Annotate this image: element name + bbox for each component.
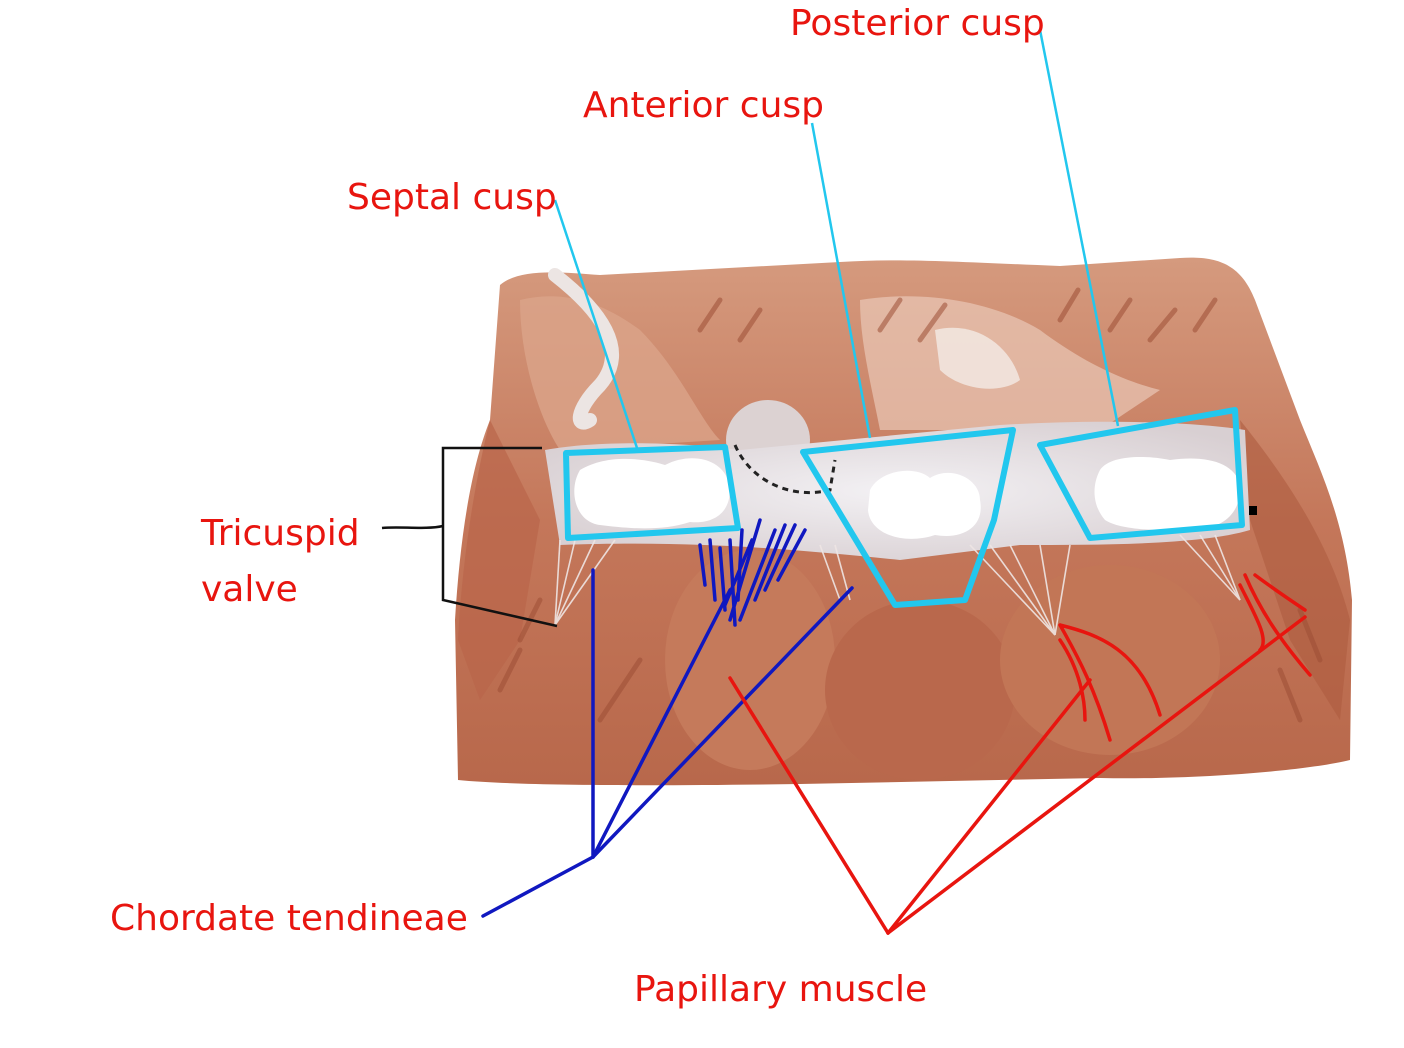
cusp-pointers [553, 29, 1120, 449]
tricuspid-bracket [381, 446, 558, 628]
anterior-blank-patch [868, 470, 981, 539]
cusp-outlines [563, 407, 1245, 608]
tricuspid-label-line2: valve [201, 569, 298, 610]
posterior-cusp-pointer [1038, 29, 1120, 427]
tricuspid-label-line1: Tricuspid [201, 513, 360, 554]
chordae-pointers [481, 518, 854, 918]
septal-cusp-label: Septal cusp [347, 177, 557, 218]
septal-blank-patch [574, 458, 730, 529]
posterior-blank-patch [1094, 457, 1241, 530]
posterior-cusp-box [1037, 407, 1245, 541]
papillary-pointers [728, 573, 1312, 935]
marker-square [1249, 506, 1257, 515]
septal-cusp-box [563, 444, 741, 541]
anterior-cusp-label: Anterior cusp [583, 85, 824, 126]
chordae-tendineae-label: Chordate tendineae [110, 898, 468, 939]
septal-cusp-pointer [553, 199, 639, 449]
posterior-cusp-label: Posterior cusp [790, 3, 1045, 44]
papillary-muscle-label: Papillary muscle [634, 969, 928, 1010]
anterior-cusp-box [800, 427, 1016, 608]
blank-label-patches [574, 457, 1241, 539]
tricuspid-valve-label: Tricuspid valve [201, 506, 360, 618]
anterior-cusp-pointer [810, 122, 872, 439]
